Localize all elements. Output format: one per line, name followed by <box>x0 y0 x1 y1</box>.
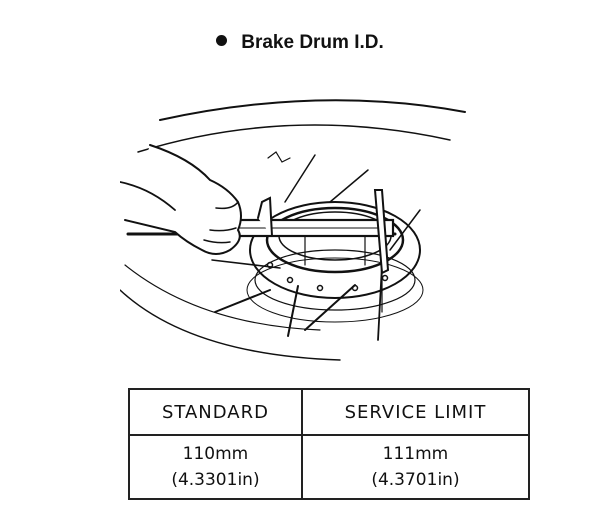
header-standard: STANDARD <box>128 388 303 436</box>
service-limit-imperial-value: (4.3701in) <box>371 470 460 490</box>
cell-standard: 110mm (4.3301in) <box>128 434 303 500</box>
standard-imperial-value: (4.3301in) <box>171 470 260 490</box>
cell-service-limit: 111mm (4.3701in) <box>300 434 531 500</box>
brake-drum-measurement-illustration <box>120 99 466 361</box>
specification-table: STANDARD SERVICE LIMIT 110mm (4.3301in) … <box>128 388 531 500</box>
standard-metric-value: 110mm <box>182 444 249 464</box>
service-limit-metric-value: 111mm <box>382 444 449 464</box>
section-heading: Brake Drum I.D. <box>0 32 600 54</box>
heading-text: Brake Drum I.D. <box>241 32 384 53</box>
header-service-limit: SERVICE LIMIT <box>300 388 531 436</box>
bullet-icon <box>216 35 228 47</box>
table-header-row: STANDARD SERVICE LIMIT <box>128 388 531 436</box>
table-row: 110mm (4.3301in) 111mm (4.3701in) <box>128 434 531 500</box>
